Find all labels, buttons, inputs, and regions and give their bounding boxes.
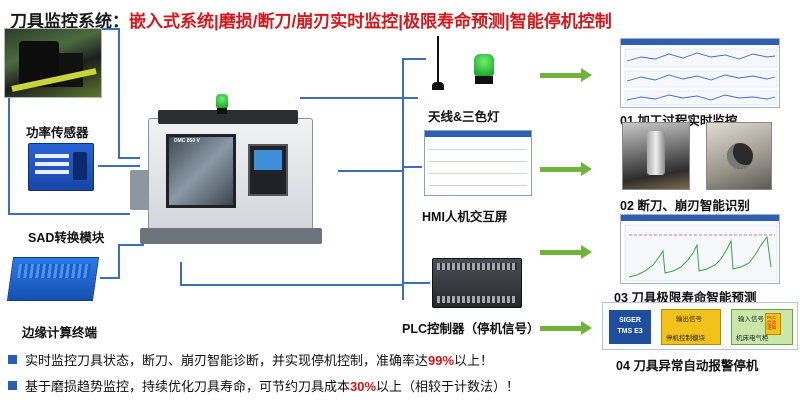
cnc-machine-image: DMC 850 V	[130, 110, 335, 250]
siger-name: SIGER	[619, 317, 641, 324]
bullet-2-text: 基于磨损趋势监控，持续优化刀具寿命，可节约刀具成本	[25, 379, 351, 394]
machine-cabinet: 输入信号 机床电气柜	[731, 309, 793, 345]
title-subtitle: 嵌入式系统|磨损/断刀/崩刃实时监控|极限寿命预测|智能停机控制	[129, 12, 612, 31]
connector-line	[118, 28, 120, 158]
siger-model: TMS E3	[617, 328, 643, 335]
realtime-monitor-screenshot	[620, 38, 780, 108]
siger-device: SIGER TMS E3	[609, 310, 651, 344]
alarm-stop-diagram: SIGER TMS E3 输出信号 停机控制模块 输入信号 机床电气柜 PLC …	[602, 302, 798, 350]
connector-line	[180, 262, 182, 286]
connector-line	[100, 277, 120, 279]
function-02-label: 02 断刀、崩刃智能识别	[620, 199, 750, 213]
input-signal-label: 输入信号	[738, 316, 764, 323]
bullet-square-icon	[8, 381, 17, 390]
power-sensor-label: 功率传感器	[26, 126, 89, 140]
connector-line	[402, 58, 426, 60]
title-lead: 刀具监控系统：	[10, 12, 129, 31]
connector-line	[118, 244, 144, 246]
bullet-1-text: 实时监控刀具状态，断刀、崩刃智能诊断，并实现停机控制，准确率达	[25, 353, 429, 368]
connector-line	[8, 213, 130, 215]
edge-terminal-image	[6, 257, 100, 301]
connector-line	[8, 98, 10, 214]
connector-line	[300, 97, 418, 99]
arrow-to-monitor	[540, 68, 592, 82]
connector-line	[402, 166, 422, 168]
bullet-cost: 基于磨损趋势监控，持续优化刀具寿命，可节约刀具成本30%以上（相较于计数法）！	[8, 376, 519, 395]
sad-module-label: SAD转换模块	[28, 231, 105, 245]
stop-control-module: 输出信号 停机控制模块	[661, 309, 721, 345]
plc-tag: PLC 启动 逻辑	[765, 313, 781, 335]
connector-line	[402, 282, 430, 284]
plc-controller-image	[432, 258, 522, 308]
function-04-label: 04 刀具异常自动报警停机	[616, 359, 759, 373]
machine-cabinet-label: 机床电气柜	[736, 335, 769, 342]
tool-chipping-photo	[706, 122, 772, 190]
bullet-2-suffix: 以上（相较于计数法）！	[376, 379, 520, 394]
arrow-to-breakage	[540, 162, 592, 176]
connector-line	[98, 165, 140, 167]
bullet-1-suffix: 以上！	[454, 353, 494, 368]
hmi-screen-image	[424, 130, 532, 196]
connector-line	[118, 157, 140, 159]
life-prediction-screenshot	[620, 214, 780, 284]
machine-logo: DMC 850 V	[174, 138, 200, 144]
connector-line	[402, 58, 404, 300]
edge-terminal-label: 边缘计算终端	[22, 326, 98, 340]
function-03-label: 03 刀具极限寿命智能预测	[614, 291, 757, 305]
bullet-accuracy: 实时监控刀具状态，断刀、崩刃智能诊断，并实现停机控制，准确率达99%以上！	[8, 350, 493, 369]
connector-line	[100, 28, 118, 30]
connector-line	[180, 284, 402, 286]
power-sensor-photo	[4, 28, 102, 98]
connector-line	[338, 170, 402, 172]
bullet-square-icon	[8, 355, 17, 364]
plc-label: PLC控制器（停机信号）	[402, 322, 540, 336]
arrow-to-stop	[540, 321, 592, 335]
page-title: 刀具监控系统：嵌入式系统|磨损/断刀/崩刃实时监控|极限寿命预测|智能停机控制	[10, 7, 612, 32]
bullet-2-highlight: 30%	[350, 379, 377, 394]
output-signal-label: 输出信号	[676, 316, 702, 323]
hmi-label: HMI人机交互屏	[422, 210, 508, 224]
antenna-lamp-label: 天线&三色灯	[428, 110, 500, 124]
antenna-icon	[432, 36, 444, 92]
tool-breakage-photo	[622, 122, 690, 190]
bullet-1-highlight: 99%	[428, 353, 455, 368]
arrow-to-life	[540, 245, 592, 259]
sad-module-image	[28, 143, 94, 191]
stop-module-label: 停机控制模块	[666, 335, 705, 342]
connector-line	[118, 244, 120, 278]
